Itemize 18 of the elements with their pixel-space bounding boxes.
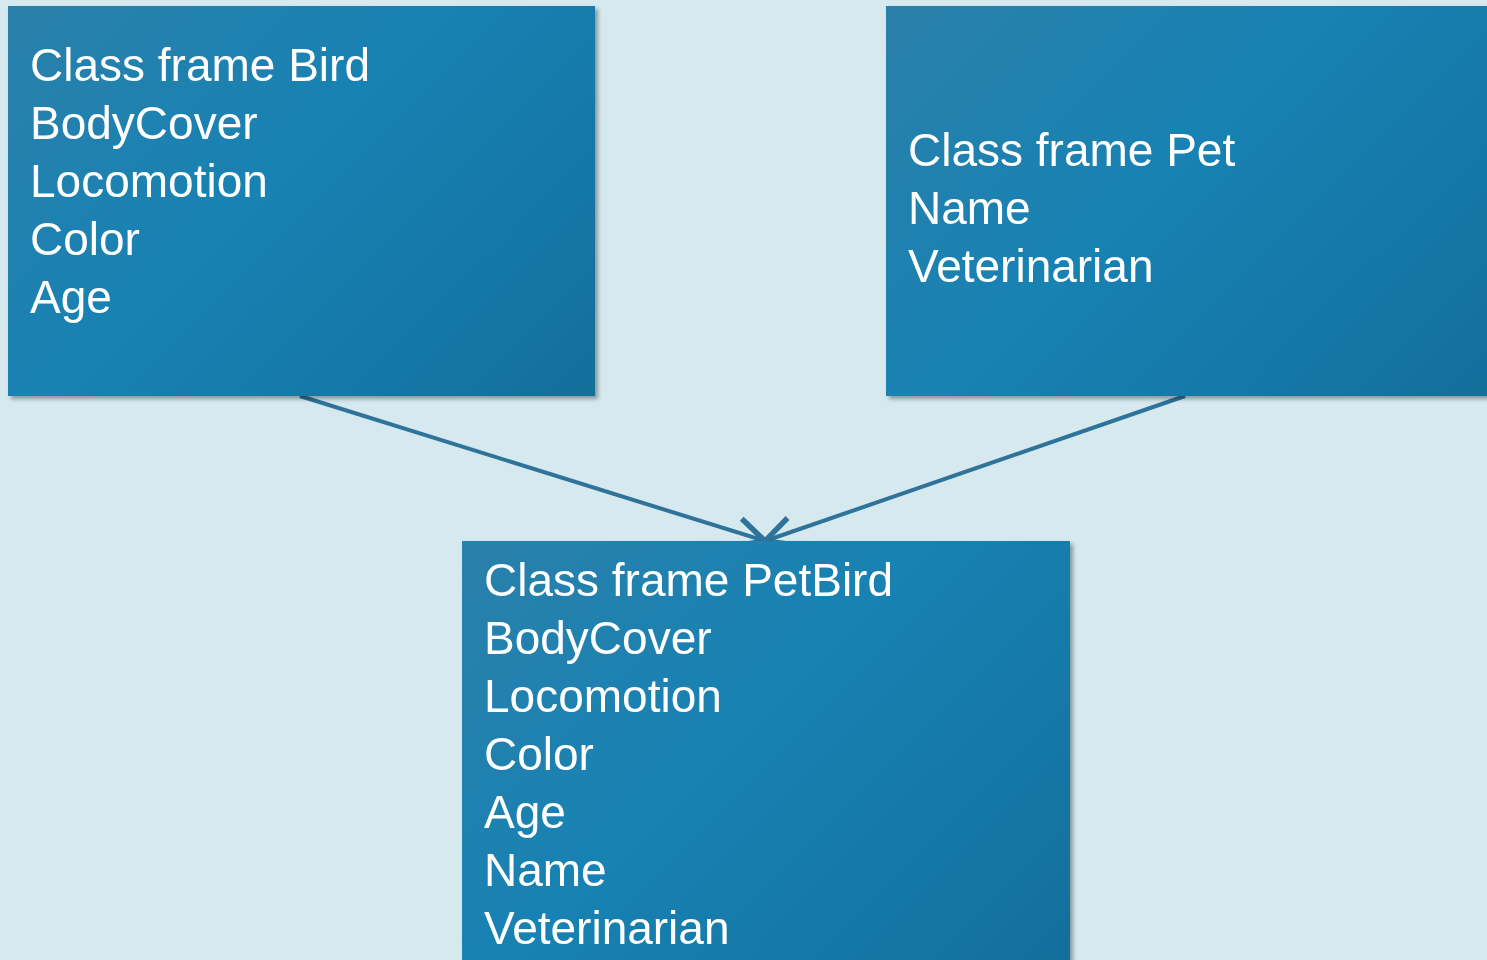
class-title: Class frame Bird bbox=[30, 38, 370, 93]
attribute-text: Veterinarian bbox=[908, 239, 1154, 294]
class-frame-box bbox=[886, 6, 1487, 396]
attribute-text: Age bbox=[484, 785, 566, 840]
attribute-text: Locomotion bbox=[484, 669, 722, 724]
attribute-text: Age bbox=[30, 270, 112, 325]
attribute-text: Veterinarian bbox=[484, 901, 730, 956]
attribute-text: Color bbox=[484, 727, 594, 782]
attribute-text: BodyCover bbox=[30, 96, 258, 151]
attribute-text: BodyCover bbox=[484, 611, 712, 666]
class-frame-box bbox=[8, 6, 595, 396]
attribute-text: Locomotion bbox=[30, 154, 268, 209]
class-title: Class frame PetBird bbox=[484, 553, 893, 608]
attribute-text: Name bbox=[484, 843, 607, 898]
class-title: Class frame Pet bbox=[908, 123, 1236, 178]
attribute-text: Name bbox=[908, 181, 1031, 236]
class-frame-box bbox=[462, 541, 1070, 960]
attribute-text: Color bbox=[30, 212, 140, 267]
